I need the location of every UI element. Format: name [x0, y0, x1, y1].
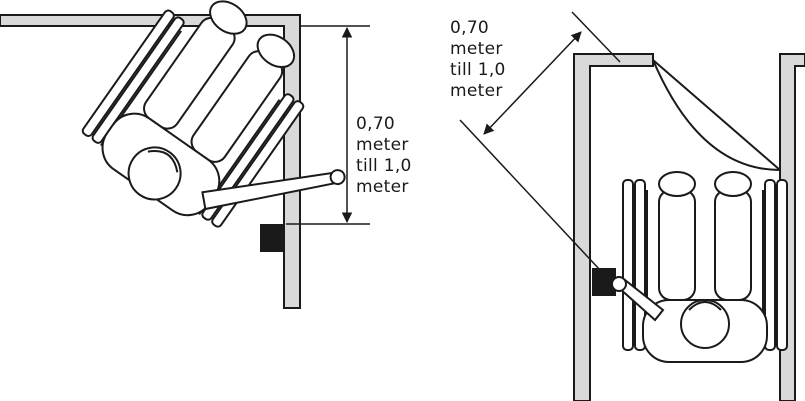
right-label-line-3: till 1,0	[450, 60, 506, 80]
left-label-line-2: meter	[356, 135, 409, 155]
right-door	[652, 59, 781, 171]
right-dimension-label: 0,70 meter till 1,0 meter	[450, 18, 506, 102]
right-label-line-4: meter	[450, 81, 503, 101]
left-diagram	[0, 0, 370, 309]
left-label-line-4: meter	[356, 177, 409, 197]
right-wheelchair-user	[611, 171, 788, 363]
right-label-line-2: meter	[450, 39, 503, 59]
left-dimension	[286, 25, 370, 225]
left-dimension-label: 0,70 meter till 1,0 meter	[356, 114, 412, 198]
left-wall-corner	[0, 14, 301, 309]
left-label-line-3: till 1,0	[356, 156, 412, 176]
right-dimension	[459, 11, 621, 271]
left-door-opener-button	[260, 224, 284, 252]
right-label-line-1: 0,70	[450, 18, 490, 38]
left-wheelchair-user	[81, 0, 346, 228]
right-diagram	[459, 11, 805, 401]
left-label-line-1: 0,70	[356, 114, 396, 134]
